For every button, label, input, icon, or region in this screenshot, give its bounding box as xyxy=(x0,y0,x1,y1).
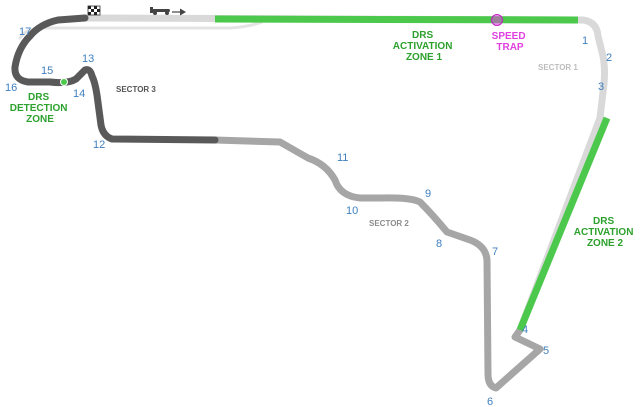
corner-label-1: 1 xyxy=(582,35,588,47)
corner-label-2: 2 xyxy=(606,52,612,64)
drs-detection-marker xyxy=(60,78,68,86)
corner-label-6: 6 xyxy=(487,396,493,407)
corner-label-14: 14 xyxy=(73,88,85,100)
corner-label-16: 16 xyxy=(5,82,17,94)
corner-label-13: 13 xyxy=(82,53,94,65)
track-sector-1 xyxy=(81,14,608,334)
drs-zone-1-track xyxy=(214,15,579,24)
corner-label-5: 5 xyxy=(543,345,549,357)
corner-label-12: 12 xyxy=(93,139,105,151)
corner-label-17: 17 xyxy=(19,26,31,38)
corner-label-3: 3 xyxy=(598,81,604,93)
speed-trap-marker xyxy=(491,14,503,26)
corner-label-15: 15 xyxy=(41,65,53,77)
checkered-flag-icon xyxy=(87,5,101,16)
sector-1-label: SECTOR 1 xyxy=(538,63,578,72)
corner-label-8: 8 xyxy=(436,238,442,250)
corner-label-4: 4 xyxy=(522,324,528,336)
sector-3-label: SECTOR 3 xyxy=(116,85,156,94)
corner-label-11: 11 xyxy=(337,152,348,164)
corner-label-10: 10 xyxy=(346,205,358,217)
pit-lane xyxy=(18,20,264,40)
drs-detection-label: DRS DETECTION ZONE xyxy=(10,92,71,125)
drs-zone-2-track xyxy=(516,116,611,332)
drs-zone-2-label: DRS ACTIVATION ZONE 2 xyxy=(574,216,636,249)
corner-label-9: 9 xyxy=(425,188,431,200)
car-direction-icon xyxy=(150,7,186,16)
speed-trap-label: SPEED TRAP xyxy=(492,31,529,53)
drs-zone-1-label: DRS ACTIVATION ZONE 1 xyxy=(393,30,455,63)
track-sector-2 xyxy=(211,136,544,392)
sector-2-label: SECTOR 2 xyxy=(369,219,409,228)
corner-label-7: 7 xyxy=(492,246,498,258)
